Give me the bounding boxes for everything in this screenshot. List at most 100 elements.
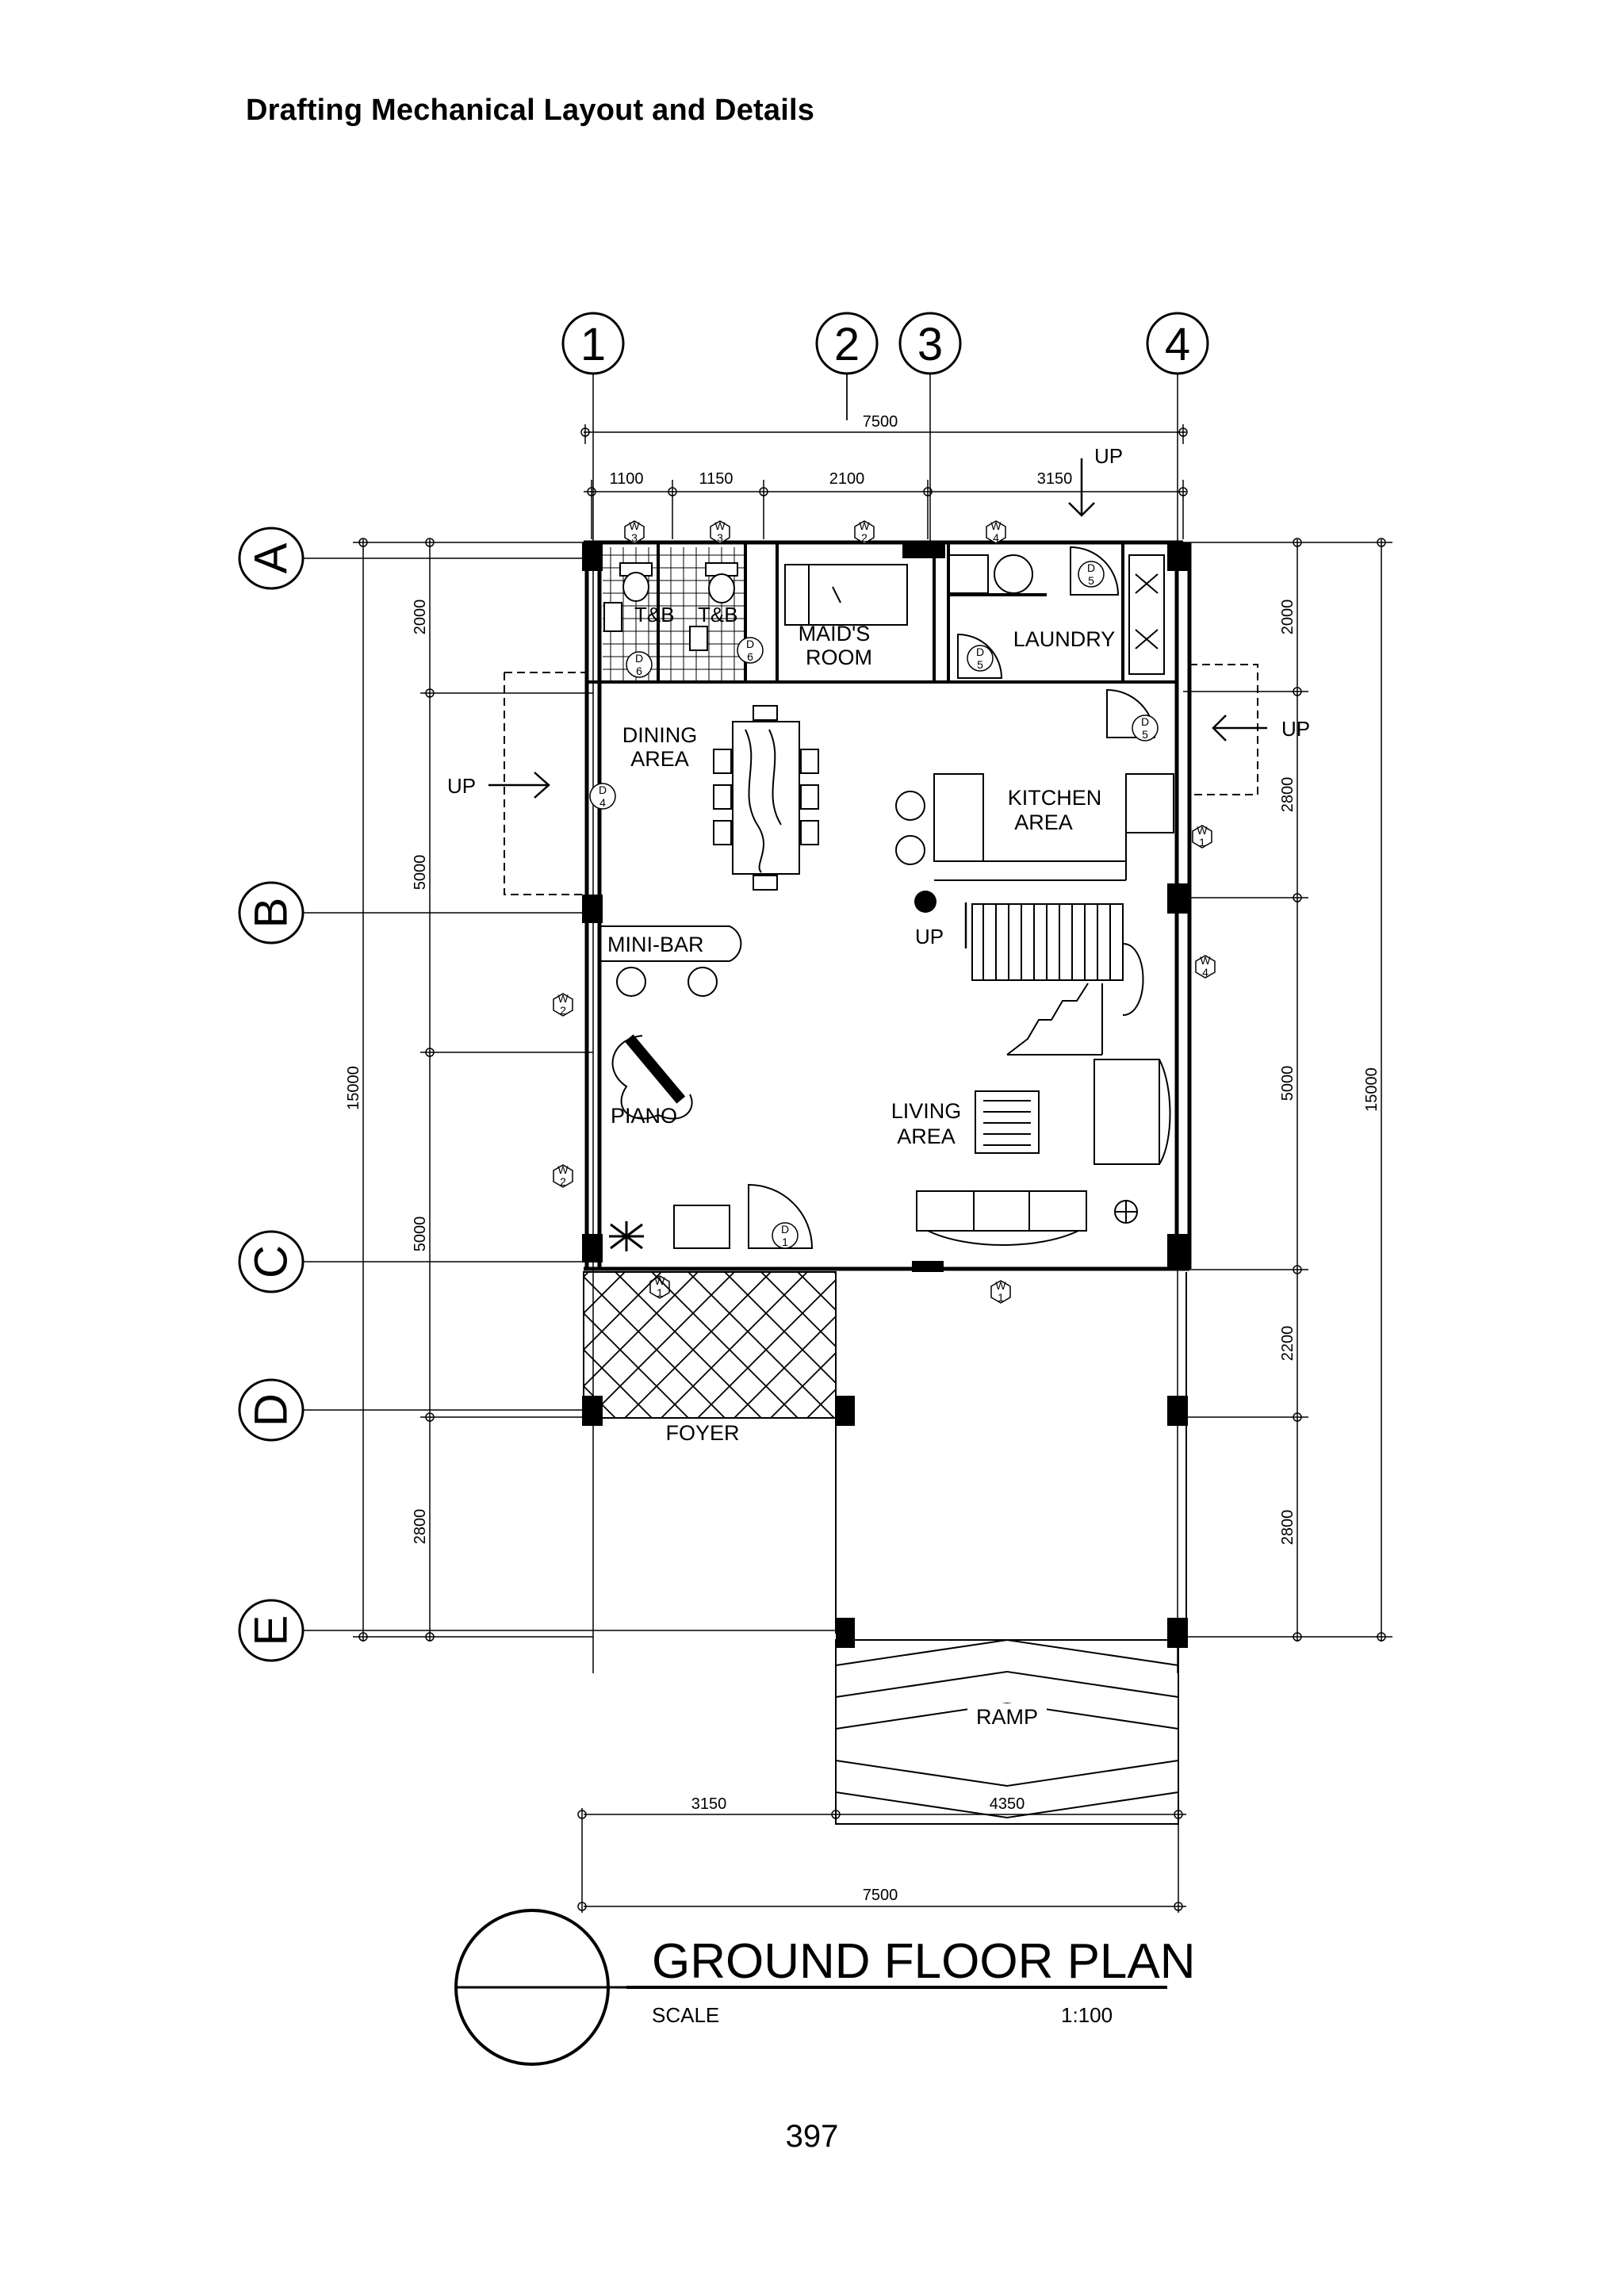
- grid-label: 1: [580, 319, 606, 370]
- laundry-fixtures: [948, 546, 1165, 679]
- window-tag-letter: W: [1197, 824, 1208, 837]
- door-tag-letter: D: [781, 1223, 789, 1236]
- dim-left-part: 5000: [412, 855, 429, 891]
- room-label-maids-2: ROOM: [806, 646, 872, 669]
- grand-piano: [611, 1034, 693, 1120]
- door-tag-number: 5: [1088, 574, 1094, 587]
- room-label-laundry: LAUNDRY: [1013, 627, 1116, 651]
- window-tag-number: 2: [560, 1175, 566, 1188]
- room-label-living-2: AREA: [897, 1125, 956, 1148]
- living-furniture: [673, 1059, 1171, 1249]
- door-tag-number: 4: [599, 796, 606, 809]
- up-label: UP: [915, 925, 944, 948]
- window-tags: [553, 520, 1216, 1304]
- window-tag-number: 3: [717, 531, 723, 544]
- door-tag-number: 5: [1142, 728, 1148, 741]
- room-label-tb2: T&B: [698, 603, 738, 626]
- grid-row-A: A: [238, 527, 593, 590]
- dim-top-part: 3150: [1037, 470, 1073, 488]
- dim-top-overall: 7500: [863, 413, 898, 431]
- bottom-dimensions: [577, 1808, 1186, 1913]
- window-tag-letter: W: [995, 1279, 1006, 1292]
- grid-row-C: C: [238, 1230, 593, 1293]
- title-text: GROUND FLOOR PLAN: [652, 1934, 1196, 1989]
- dim-left-part: 2000: [412, 600, 429, 635]
- grid-label: 3: [917, 319, 943, 370]
- door-tag-number: 6: [636, 665, 642, 677]
- window-tag-letter: W: [557, 992, 569, 1005]
- room-label-dining-2: AREA: [630, 747, 689, 771]
- window-tag-letter: W: [629, 519, 640, 532]
- grid-label: 4: [1165, 319, 1190, 370]
- window-tag-letter: W: [859, 519, 870, 532]
- exterior-walls: [584, 540, 1192, 1271]
- dim-left-overall: 15000: [345, 1066, 362, 1110]
- dim-right-overall: 15000: [1363, 1067, 1381, 1112]
- grid-label: E: [246, 1615, 297, 1646]
- dim-top-part: 2100: [829, 470, 865, 488]
- dim-top-part: 1100: [609, 470, 643, 488]
- grid-label: B: [246, 898, 297, 929]
- foyer-paving: [583, 1271, 837, 1419]
- dim-left-part: 5000: [412, 1216, 429, 1252]
- scale-label: SCALE: [652, 2003, 719, 2027]
- window-tag-number: 2: [861, 531, 868, 544]
- dim-left-part: 2800: [412, 1509, 429, 1545]
- door-tag-letter: D: [1141, 715, 1149, 728]
- stair-post: [914, 891, 936, 913]
- page-header: Drafting Mechanical Layout and Details: [246, 94, 815, 127]
- room-label-dining-1: DINING: [622, 723, 698, 747]
- door-tag-letter: D: [976, 646, 984, 658]
- porch: [835, 1272, 1187, 1634]
- door-tag-number: 1: [782, 1236, 788, 1248]
- door-tag-letter: D: [1087, 561, 1095, 574]
- room-label-foyer: FOYER: [665, 1421, 739, 1445]
- door-tag-number: 6: [747, 650, 753, 663]
- dim-top-part: 1150: [699, 470, 733, 488]
- grid-label: A: [246, 542, 297, 573]
- dining-table: [713, 705, 819, 891]
- maids-bed: [784, 564, 908, 626]
- service-walls: [657, 542, 1124, 682]
- dim-right-part: 2800: [1279, 1510, 1297, 1546]
- kitchen-fixtures: [895, 688, 1174, 881]
- window-tag-number: 4: [1202, 966, 1208, 979]
- grid-row-D: D: [238, 1378, 593, 1442]
- side-steps: [504, 664, 1258, 895]
- room-label-kitchen-2: AREA: [1014, 810, 1073, 834]
- door-tag-letter: D: [599, 784, 607, 796]
- up-label: UP: [1281, 717, 1310, 741]
- grid-label: C: [246, 1245, 297, 1278]
- dim-bottom-part: 3150: [691, 1795, 727, 1813]
- grid-column-3: 3: [898, 312, 962, 555]
- room-label-kitchen-1: KITCHEN: [1008, 786, 1102, 810]
- dim-bottom-overall: 7500: [863, 1887, 898, 1904]
- top-dimensions: [580, 374, 1188, 539]
- grid-row-B: B: [238, 881, 593, 944]
- room-label-tb1: T&B: [634, 603, 675, 626]
- up-arrows: [488, 458, 1267, 948]
- right-dimensions: [1183, 538, 1392, 1642]
- dim-bottom-part: 4350: [990, 1795, 1025, 1813]
- toilet-fixtures: [603, 562, 738, 651]
- grid-row-E: E: [238, 1599, 841, 1662]
- door-tags: [589, 561, 1159, 1249]
- scale-value: 1:100: [1061, 2003, 1113, 2027]
- door-tag-letter: D: [746, 638, 754, 650]
- ramp-label-bg: [967, 1703, 1047, 1730]
- dim-right-part: 2800: [1279, 777, 1297, 813]
- window-tag-letter: W: [990, 519, 1002, 532]
- door-tag-number: 5: [977, 658, 983, 671]
- door-tag-letter: D: [635, 652, 643, 665]
- window-tag-letter: W: [557, 1163, 569, 1176]
- mini-bar: [599, 925, 742, 997]
- grid-column-1: 1: [561, 312, 625, 1673]
- staircase: [971, 903, 1144, 1056]
- dim-right-part: 5000: [1279, 1066, 1297, 1102]
- grid-label: D: [246, 1393, 297, 1427]
- grid-label: 2: [834, 319, 860, 370]
- window-tag-number: 4: [993, 531, 999, 544]
- room-label-living-1: LIVING: [891, 1099, 962, 1123]
